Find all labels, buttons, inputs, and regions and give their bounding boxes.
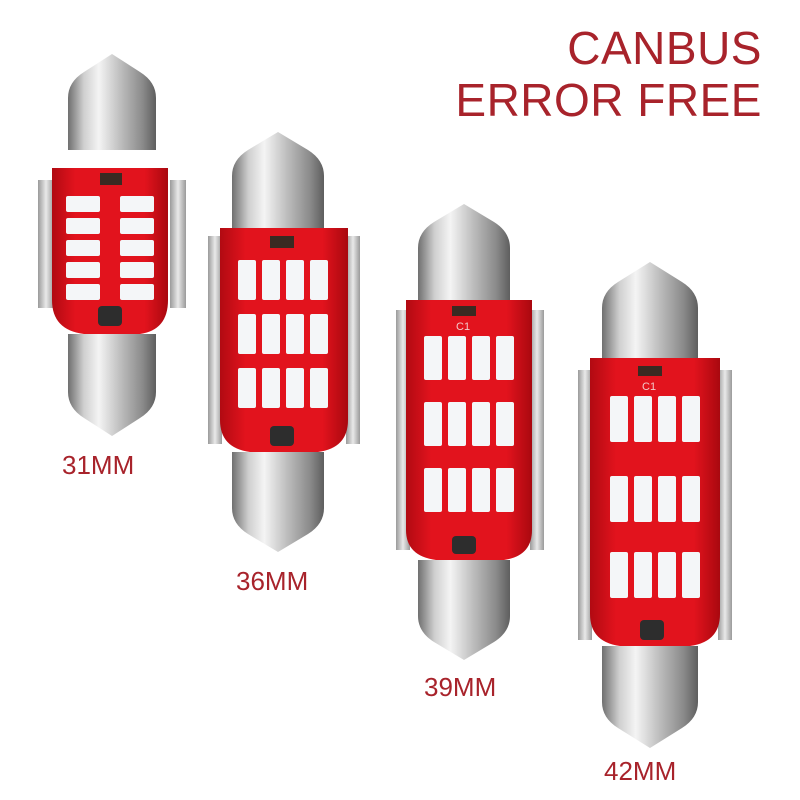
bulb-resistor: [640, 620, 664, 640]
bulb-31mm: [38, 54, 186, 436]
headline: CANBUS ERROR FREE: [455, 22, 762, 126]
bulb-bottom-cap: [418, 560, 510, 660]
bulb-led-array: [66, 196, 154, 300]
bulb-bottom-cap: [68, 334, 156, 436]
size-label-42mm: 42MM: [604, 756, 677, 786]
size-label-39mm: 39MM: [424, 672, 497, 702]
bulb-chip: [100, 173, 122, 185]
headline-line-error-free: ERROR FREE: [455, 74, 762, 126]
bulb-heatsink-fin: [578, 370, 592, 640]
bulb-heatsink-fin: [208, 236, 222, 444]
bulb-39mm: C1: [396, 204, 544, 660]
size-label-31mm: 31MM: [62, 450, 135, 480]
size-label-36mm: 36MM: [236, 566, 309, 596]
bulb-chip: [638, 366, 662, 376]
bulb-top-cap: [418, 204, 510, 306]
bulb-led-array: [610, 396, 700, 598]
bulb-bottom-cap: [232, 452, 324, 552]
headline-line-canbus: CANBUS: [567, 22, 762, 74]
bulb-top-cap: [68, 54, 156, 150]
bulb-bottom-cap: [602, 646, 698, 748]
bulb-heatsink-fin: [38, 180, 54, 308]
bulb-top-cap: [602, 262, 698, 362]
bulb-pcb-marking: C1: [642, 381, 656, 393]
bulb-heatsink-fin: [170, 180, 186, 308]
bulb-top-cap: [232, 132, 324, 230]
bulb-led-array: [238, 260, 328, 408]
bulb-42mm: C1: [578, 262, 732, 748]
bulb-pcb: [590, 358, 720, 646]
bulb-heatsink-fin: [346, 236, 360, 444]
bulb-chip: [270, 236, 294, 248]
bulb-36mm: [208, 132, 360, 552]
bulb-chip: [452, 306, 476, 316]
bulb-resistor: [98, 306, 122, 326]
bulb-heatsink-fin: [530, 310, 544, 550]
bulb-pcb-marking: C1: [456, 321, 470, 333]
bulb-resistor: [270, 426, 294, 446]
bulb-resistor: [452, 536, 476, 554]
bulb-heatsink-fin: [718, 370, 732, 640]
bulb-led-array: [424, 336, 514, 512]
